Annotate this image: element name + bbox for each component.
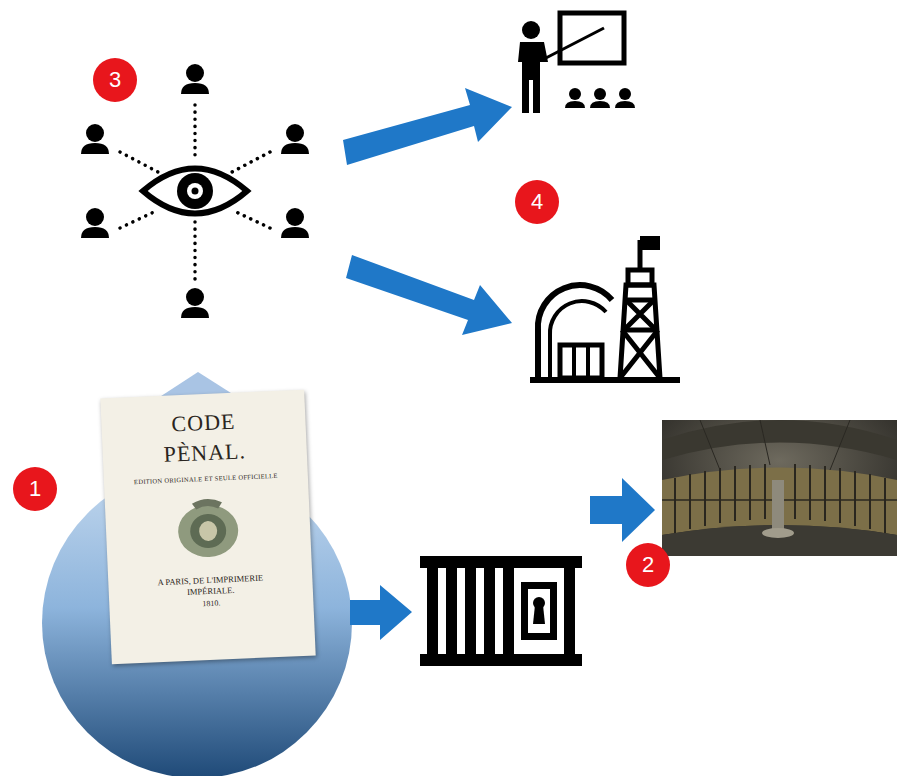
barracks-icon [530,236,680,380]
panopticon-photo [662,420,897,556]
surveillance-network [81,64,309,318]
book-title: CODE PÈNAL. [148,406,261,471]
callout-number: 3 [93,58,137,102]
book-cover: CODE PÈNAL.EDITION ORIGINALE ET SEULE OF… [100,390,315,665]
arrow [350,585,412,640]
emblem [172,492,245,565]
arrow [590,478,655,542]
teacher-icon [518,13,635,113]
callout-number: 4 [515,180,559,224]
callout-number: 2 [626,543,670,587]
book-imprint: A PARIS, DE L'IMPRIMERIE IMPÉRIALE. [140,572,281,600]
book-subtitle: EDITION ORIGINALE ET SEULE OFFICIELLE [134,471,278,486]
arrow [346,255,512,335]
callout-number: 1 [13,467,57,511]
book-year: 1810. [202,599,220,610]
prison-icon [420,556,582,666]
arrow [343,88,512,165]
